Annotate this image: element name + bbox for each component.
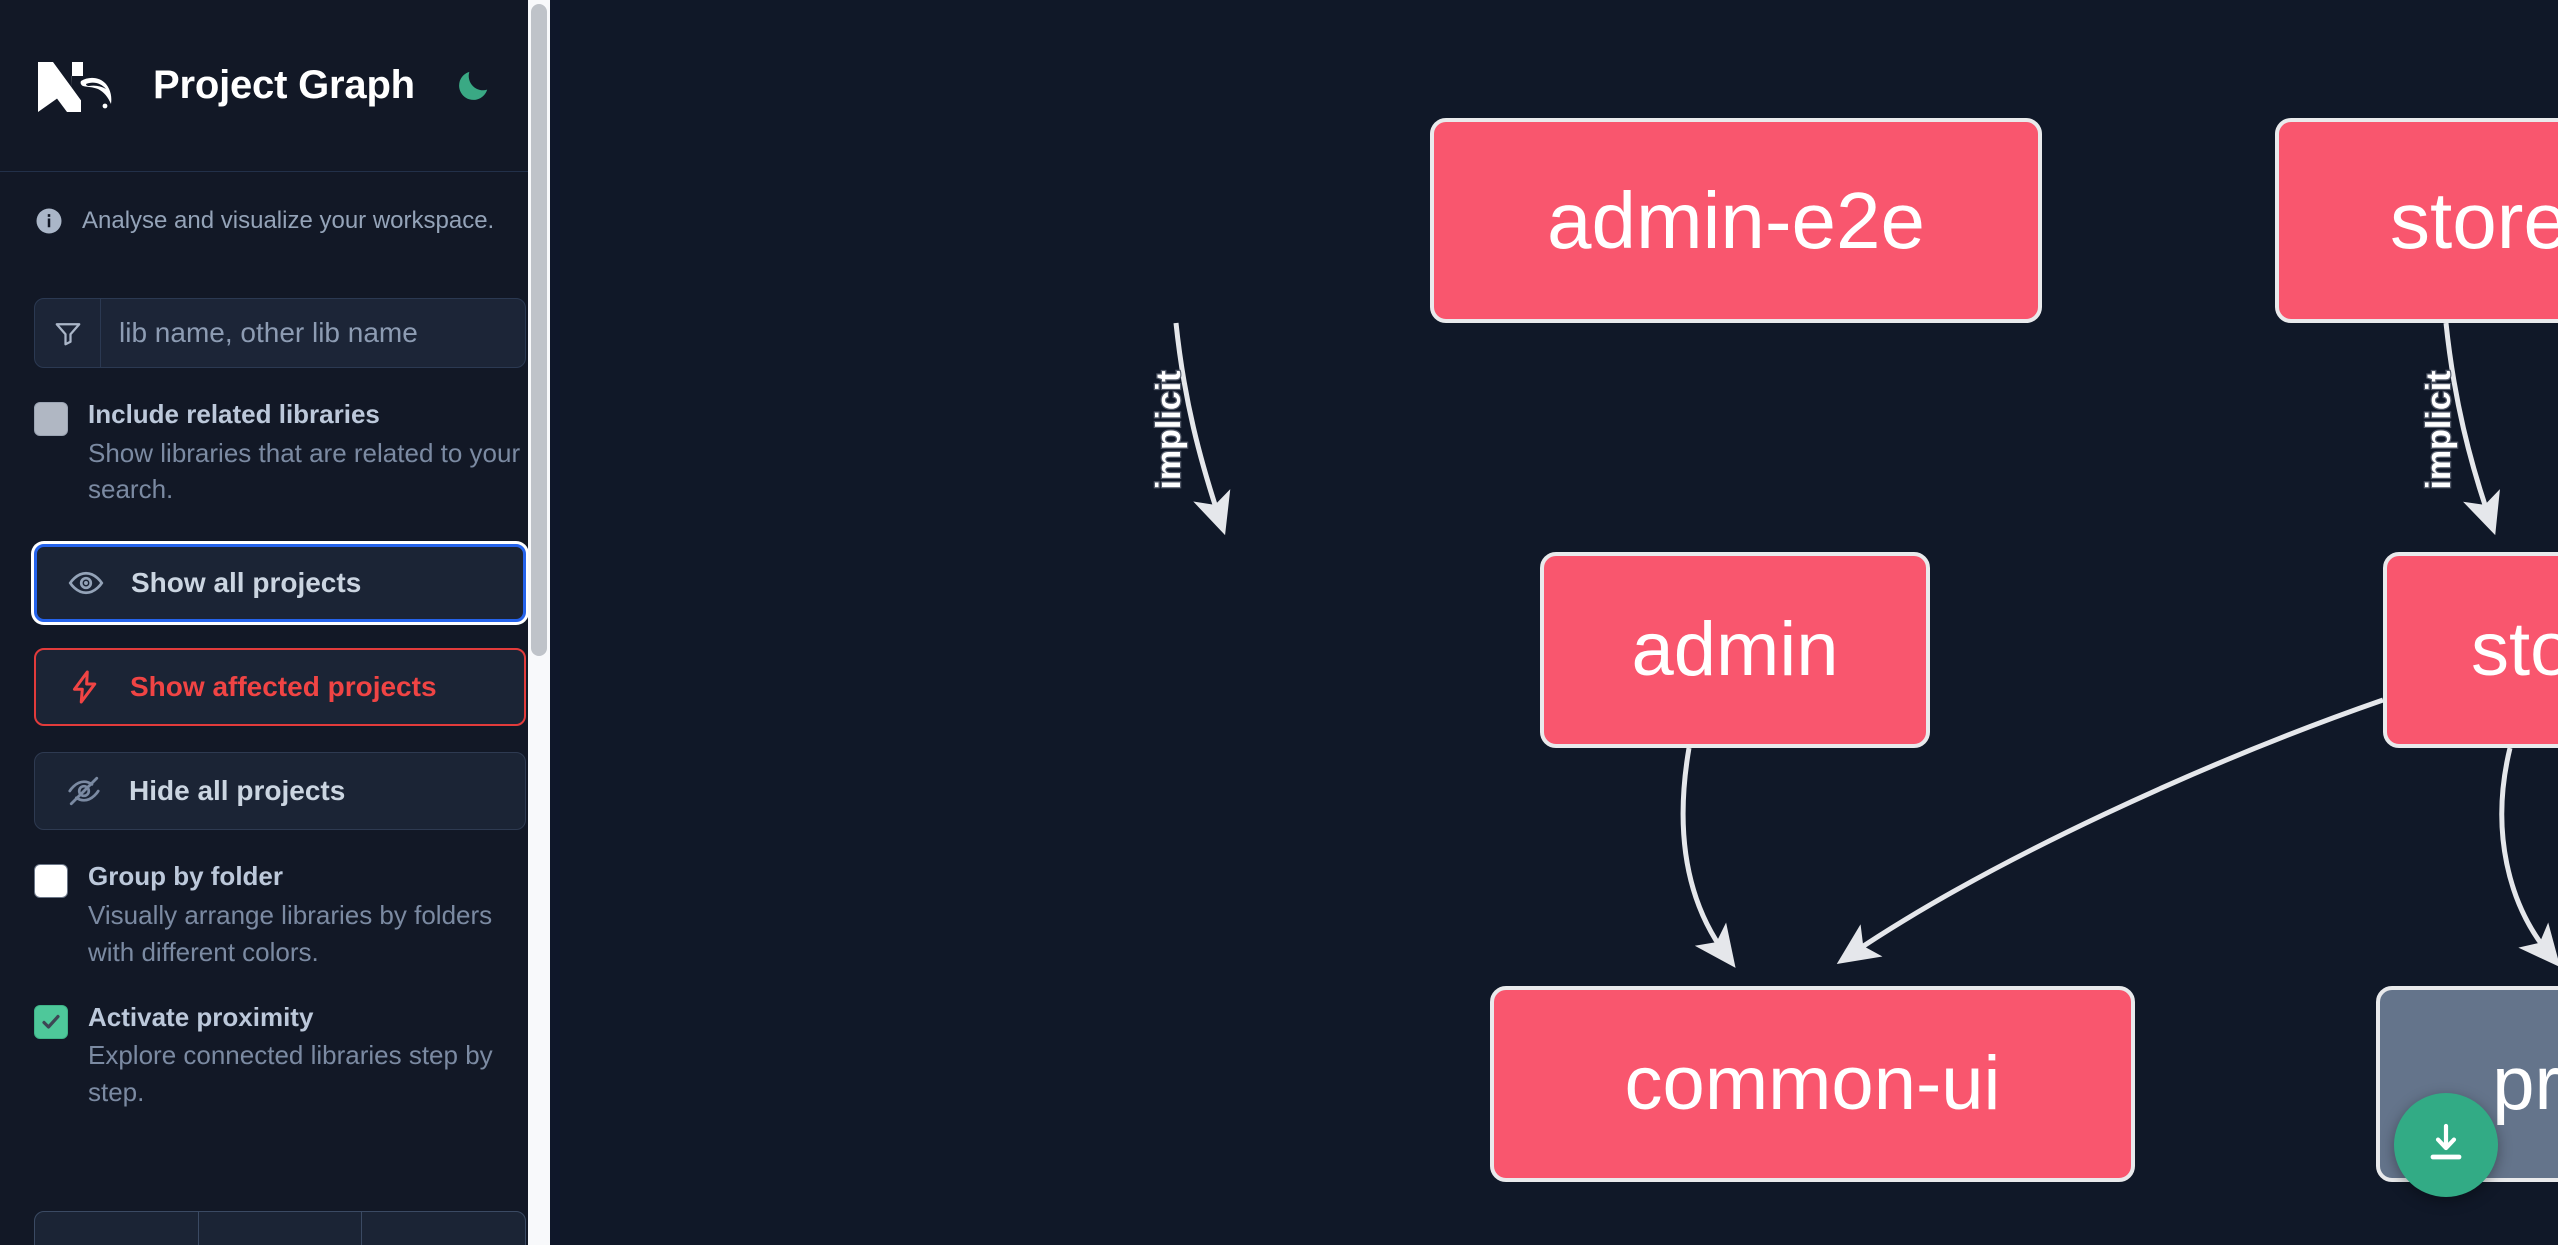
eye-icon bbox=[65, 562, 107, 604]
option-description: Explore connected libraries step by step… bbox=[88, 1040, 493, 1108]
option-label: Group by folder bbox=[88, 861, 283, 892]
edge-admin-common-ui bbox=[1680, 747, 1736, 968]
search-input[interactable] bbox=[101, 299, 525, 367]
lightning-bolt-icon bbox=[64, 666, 106, 708]
info-circle-icon bbox=[34, 206, 64, 236]
download-icon bbox=[2422, 1119, 2470, 1172]
funnel-filter-icon bbox=[35, 299, 101, 367]
graph-node-admin[interactable]: admin bbox=[1540, 552, 1930, 748]
segment-option-1[interactable] bbox=[35, 1212, 199, 1245]
page-title: Project Graph bbox=[153, 63, 415, 107]
graph-canvas[interactable]: implicit implicit admin-e2e store-e2e ad… bbox=[560, 0, 2558, 1245]
node-label: store bbox=[2471, 607, 2558, 692]
hide-all-projects-button[interactable]: Hide all projects bbox=[34, 752, 526, 831]
sidebar-scrollbar-thumb[interactable] bbox=[531, 4, 547, 656]
node-label: store-e2e bbox=[2390, 175, 2558, 265]
segmented-control-group[interactable] bbox=[34, 1211, 526, 1245]
checkbox-activate-proximity[interactable] bbox=[34, 1004, 68, 1039]
moon-icon[interactable] bbox=[449, 62, 497, 110]
graph-node-common-ui[interactable]: common-ui bbox=[1490, 986, 2135, 1182]
option-group-by-folder[interactable]: Group by folder Visually arrange librari… bbox=[0, 830, 560, 970]
edge-admin-e2e-admin bbox=[1173, 322, 1231, 536]
graph-node-admin-e2e[interactable]: admin-e2e bbox=[1430, 118, 2042, 323]
checkbox-group-by-folder[interactable] bbox=[34, 864, 68, 899]
graph-node-store-e2e[interactable]: store-e2e bbox=[2275, 118, 2558, 323]
node-label: admin bbox=[1631, 607, 1839, 692]
node-label: products bbox=[2492, 1041, 2558, 1126]
svg-text:implicit: implicit bbox=[1150, 370, 1188, 489]
graph-node-store[interactable]: store bbox=[2383, 552, 2558, 748]
option-description: Show libraries that are related to your … bbox=[88, 437, 521, 505]
sidebar-header: Project Graph bbox=[0, 0, 560, 172]
option-label: Include related libraries bbox=[88, 399, 380, 429]
sidebar-edge bbox=[550, 0, 560, 1245]
edge-store-products bbox=[2499, 747, 2558, 968]
edge-label-implicit-store: implicit bbox=[2419, 369, 2460, 491]
option-activate-proximity[interactable]: Activate proximity Explore connected lib… bbox=[0, 971, 560, 1111]
segment-option-2[interactable] bbox=[199, 1212, 363, 1245]
download-graph-button[interactable] bbox=[2394, 1093, 2498, 1197]
workspace-info-text: Analyse and visualize your workspace. bbox=[82, 207, 495, 234]
edge-label-implicit-admin: implicit bbox=[1149, 369, 1190, 491]
nx-logo-icon bbox=[34, 54, 126, 118]
workspace-info: Analyse and visualize your workspace. bbox=[0, 172, 560, 236]
show-all-projects-button[interactable]: Show all projects bbox=[34, 544, 526, 623]
graph-edges: implicit implicit bbox=[1149, 322, 2558, 968]
edge-store-common-ui bbox=[1836, 697, 2384, 964]
node-label: admin-e2e bbox=[1546, 175, 1925, 265]
checkbox-include-related-libraries[interactable] bbox=[34, 402, 68, 436]
project-visibility-buttons: Show all projects Show affected projects bbox=[0, 508, 560, 831]
show-all-projects-label: Show all projects bbox=[131, 567, 362, 599]
eye-off-icon bbox=[63, 770, 105, 812]
hide-all-projects-label: Hide all projects bbox=[129, 775, 346, 807]
sidebar-scrollbar[interactable] bbox=[528, 0, 550, 1245]
filter-search-box[interactable] bbox=[34, 298, 526, 368]
segment-option-3[interactable] bbox=[362, 1212, 525, 1245]
option-label: Activate proximity bbox=[88, 1001, 314, 1032]
show-affected-projects-button[interactable]: Show affected projects bbox=[34, 648, 526, 727]
svg-text:implicit: implicit bbox=[2420, 370, 2458, 489]
option-description: Visually arrange libraries by folders wi… bbox=[88, 899, 493, 967]
option-include-related-libraries[interactable]: Include related libraries Show libraries… bbox=[0, 368, 560, 508]
edge-store-e2e-store bbox=[2443, 322, 2500, 536]
node-label: common-ui bbox=[1624, 1041, 2001, 1126]
show-affected-projects-label: Show affected projects bbox=[130, 671, 437, 703]
sidebar: Project Graph Analyse and visualize your… bbox=[0, 0, 560, 1245]
